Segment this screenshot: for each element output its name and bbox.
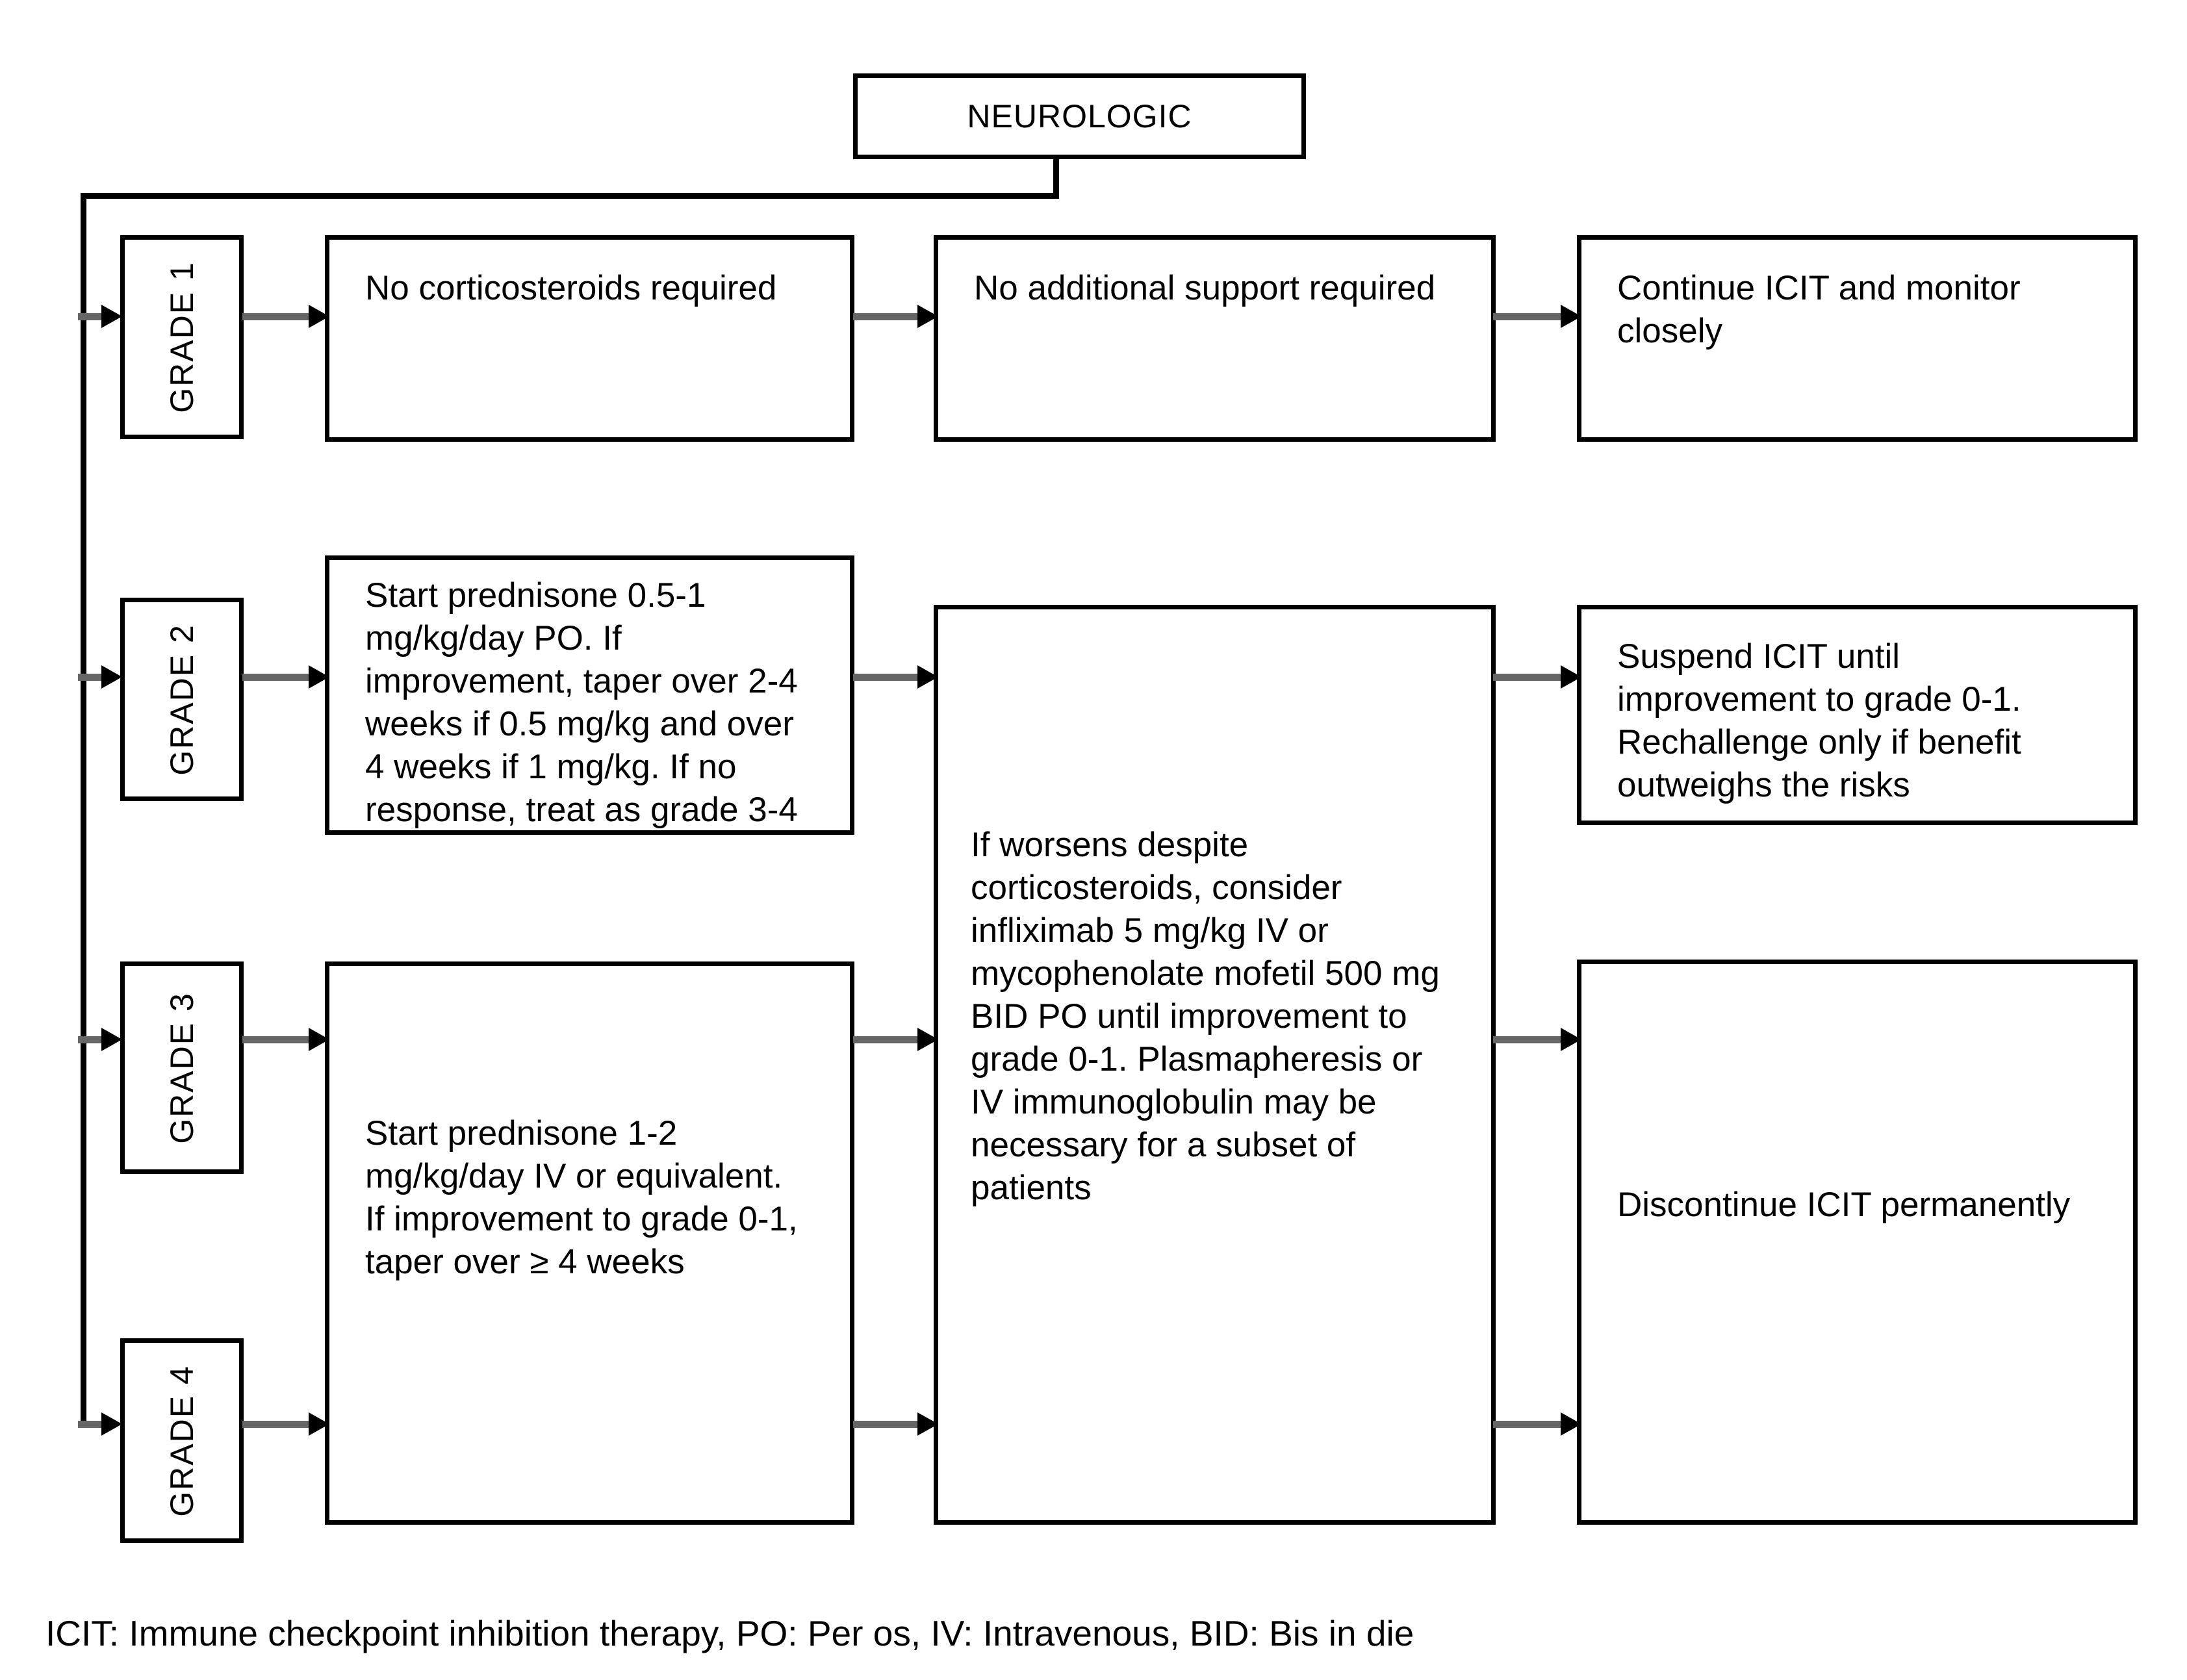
arrow-trunk-to-grade-2 bbox=[78, 665, 122, 689]
arrow-grade-4-to-treatment bbox=[242, 1412, 329, 1436]
arrow-escalation-to-discontinue-grade-4 bbox=[1493, 1412, 1581, 1436]
grade-2-box: GRADE 2 bbox=[120, 598, 244, 801]
grade-4-label: GRADE 4 bbox=[164, 1364, 201, 1517]
grade-4-box: GRADE 4 bbox=[120, 1338, 244, 1543]
arrowhead-icon bbox=[101, 1028, 122, 1051]
arrow-grade-4-treatment-to-escalation bbox=[853, 1412, 938, 1436]
flowchart-title: NEUROLOGIC bbox=[967, 98, 1192, 134]
grade-2-treatment-box: Start prednisone 0.5-1 mg/kg/day PO. If … bbox=[325, 555, 854, 835]
arrow-grade-3-treatment-to-escalation bbox=[853, 1028, 938, 1051]
arrowhead-icon bbox=[101, 1412, 122, 1436]
arrowhead-icon bbox=[1561, 1412, 1581, 1436]
arrowhead-icon bbox=[1561, 305, 1581, 328]
arrow-grade-2-to-treatment bbox=[242, 665, 329, 689]
arrowhead-icon bbox=[309, 305, 329, 328]
arrowhead-icon bbox=[917, 665, 938, 689]
arrow-escalation-to-discontinue-grade-3 bbox=[1493, 1028, 1581, 1051]
discontinue-icit-text: Discontinue ICIT permanently bbox=[1617, 1186, 2071, 1224]
arrow-trunk-to-grade-4 bbox=[78, 1412, 122, 1436]
arrow-grade-1-support-to-outcome bbox=[1493, 305, 1581, 328]
grade-3-label: GRADE 3 bbox=[164, 991, 201, 1144]
continue-icit-text: Continue ICIT and monitor closely bbox=[1617, 269, 2021, 350]
arrowhead-icon bbox=[1561, 1028, 1581, 1051]
grade-1-support-box: No additional support required bbox=[934, 235, 1496, 442]
arrow-trunk-to-grade-3 bbox=[78, 1028, 122, 1051]
arrowhead-icon bbox=[101, 665, 122, 689]
arrow-grade-1-treatment-to-support bbox=[853, 305, 938, 328]
grade-3-box: GRADE 3 bbox=[120, 961, 244, 1174]
arrowhead-icon bbox=[917, 1412, 938, 1436]
grade-3-4-treatment-box: Start prednisone 1-2 mg/kg/day IV or equ… bbox=[325, 961, 854, 1525]
grade-1-treatment-text: No corticosteroids required bbox=[365, 269, 777, 307]
arrow-escalation-to-suspend bbox=[1493, 665, 1581, 689]
escalation-text: If worsens despite corticosteroids, cons… bbox=[971, 826, 1440, 1207]
grade-2-treatment-text: Start prednisone 0.5-1 mg/kg/day PO. If … bbox=[365, 576, 798, 829]
arrowhead-icon bbox=[309, 665, 329, 689]
connector-horizontal-line bbox=[81, 193, 1059, 199]
arrowhead-icon bbox=[101, 305, 122, 328]
suspend-icit-text: Suspend ICIT until improvement to grade … bbox=[1617, 637, 2021, 804]
arrowhead-icon bbox=[917, 1028, 938, 1051]
grade-1-label: GRADE 1 bbox=[164, 261, 201, 413]
continue-icit-box: Continue ICIT and monitor closely bbox=[1577, 235, 2138, 442]
arrowhead-icon bbox=[309, 1028, 329, 1051]
arrow-grade-1-to-treatment bbox=[242, 305, 329, 328]
arrowhead-icon bbox=[1561, 665, 1581, 689]
arrow-trunk-to-grade-1 bbox=[78, 305, 122, 328]
arrowhead-icon bbox=[309, 1412, 329, 1436]
suspend-icit-box: Suspend ICIT until improvement to grade … bbox=[1577, 605, 2138, 825]
escalation-box: If worsens despite corticosteroids, cons… bbox=[934, 605, 1496, 1525]
discontinue-icit-box: Discontinue ICIT permanently bbox=[1577, 960, 2138, 1525]
connector-trunk-line bbox=[81, 193, 86, 1427]
arrow-grade-3-to-treatment bbox=[242, 1028, 329, 1051]
grade-2-label: GRADE 2 bbox=[164, 623, 201, 776]
arrowhead-icon bbox=[917, 305, 938, 328]
title-box: NEUROLOGIC bbox=[853, 73, 1306, 159]
abbreviations-legend: ICIT: Immune checkpoint inhibition thera… bbox=[45, 1613, 1414, 1653]
grade-3-4-treatment-text: Start prednisone 1-2 mg/kg/day IV or equ… bbox=[365, 1114, 798, 1281]
grade-1-box: GRADE 1 bbox=[120, 235, 244, 439]
grade-1-support-text: No additional support required bbox=[974, 269, 1436, 307]
arrow-grade-2-treatment-to-escalation bbox=[853, 665, 938, 689]
grade-1-treatment-box: No corticosteroids required bbox=[325, 235, 854, 442]
connector-title-drop-line bbox=[1053, 155, 1059, 199]
